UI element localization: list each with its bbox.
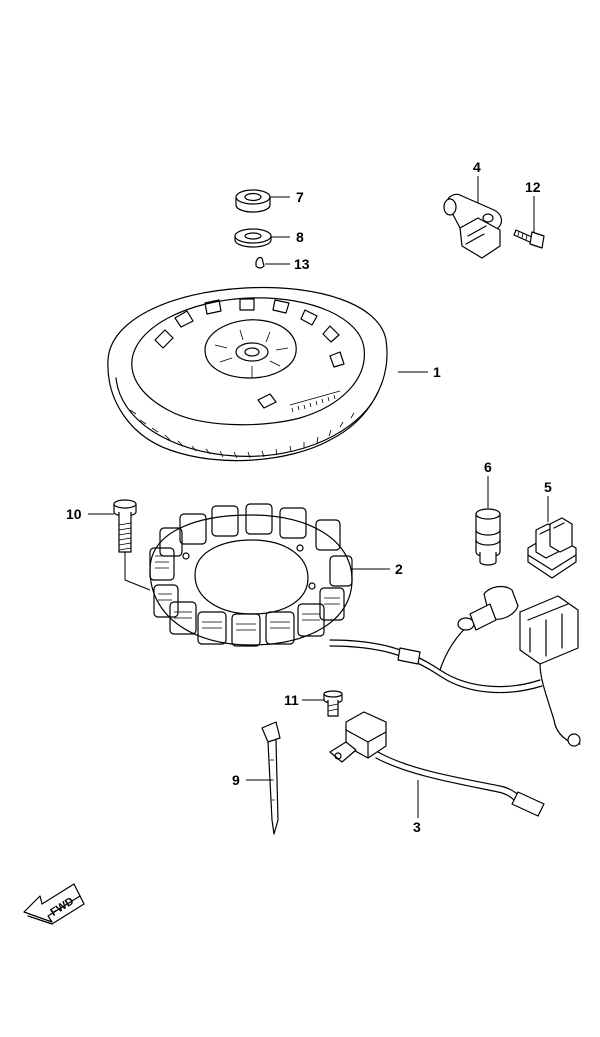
part-bolt-stator bbox=[113, 499, 151, 591]
callout-10: 10 bbox=[66, 506, 82, 522]
part-nut bbox=[235, 189, 271, 213]
callout-11: 11 bbox=[284, 692, 299, 708]
callout-3: 3 bbox=[413, 819, 421, 835]
part-key bbox=[255, 256, 265, 269]
part-bolt-rectifier bbox=[323, 690, 343, 717]
part-cap bbox=[475, 508, 501, 566]
part-cable-tie bbox=[261, 721, 281, 835]
part-rectifier bbox=[329, 711, 545, 817]
callout-5: 5 bbox=[544, 479, 552, 495]
callout-leaders bbox=[88, 176, 549, 818]
part-flywheel bbox=[107, 286, 388, 462]
callout-9: 9 bbox=[232, 772, 240, 788]
callout-6: 6 bbox=[484, 459, 492, 475]
callout-2: 2 bbox=[395, 561, 403, 577]
fwd-arrow-icon: FWD bbox=[23, 883, 85, 925]
callout-8: 8 bbox=[296, 229, 304, 245]
callout-1: 1 bbox=[433, 364, 441, 380]
callout-13: 13 bbox=[294, 256, 310, 272]
part-sensor bbox=[443, 193, 503, 259]
part-bolt-sensor bbox=[513, 229, 545, 249]
part-washer bbox=[234, 228, 272, 248]
callout-7: 7 bbox=[296, 189, 304, 205]
callout-4: 4 bbox=[473, 159, 481, 175]
part-connector bbox=[527, 517, 577, 579]
callout-labels: 7 8 13 4 12 1 6 5 10 2 11 9 3 bbox=[66, 159, 552, 835]
callout-12: 12 bbox=[525, 179, 541, 195]
part-stator bbox=[149, 503, 581, 747]
